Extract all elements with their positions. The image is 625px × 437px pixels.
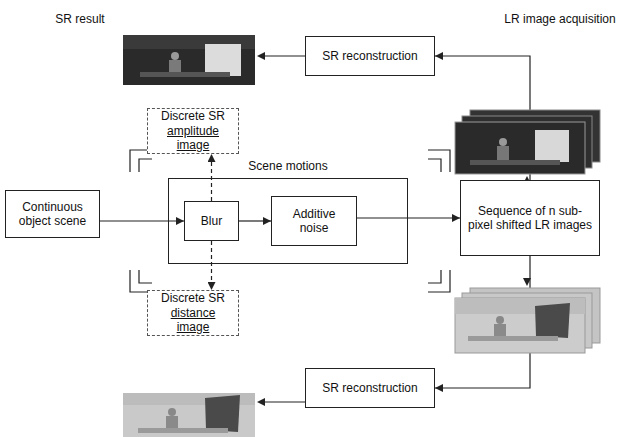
group-heading: Scene motions	[169, 159, 407, 173]
sequence-box: Sequence of n sub-pixel shifted LR image…	[460, 180, 600, 256]
amplitude-image	[123, 35, 255, 85]
box-text: distance image	[153, 306, 233, 335]
box-text: Sequence of n sub-pixel shifted LR image…	[466, 204, 594, 233]
process-box: Additive noise	[271, 196, 357, 246]
dashed-arrow	[211, 241, 212, 290]
box-text: Continuous object scene	[11, 200, 94, 229]
box-text: SR reconstruction	[322, 381, 417, 395]
output-box: Discrete SRamplitude image	[147, 108, 239, 154]
section-label: SR result	[55, 12, 104, 26]
box-text: SR reconstruction	[322, 49, 417, 63]
lr-distance-stack	[455, 288, 600, 353]
section-label: LR image acquisition	[504, 12, 615, 26]
distance-image	[123, 393, 255, 437]
box-text: amplitude image	[153, 124, 233, 153]
box-text: Discrete SR	[161, 291, 225, 305]
flow-arrow	[100, 220, 184, 221]
scene-motion-box: Scene motionsBlurAdditive noise	[168, 178, 408, 264]
flow-arrow	[239, 220, 271, 221]
flow-arrow	[357, 217, 460, 218]
output-box: Discrete SRdistance image	[147, 290, 239, 336]
process-box: Blur	[184, 201, 239, 241]
box-text: Discrete SR	[161, 109, 225, 123]
motion-brackets	[130, 150, 450, 292]
box-text: Additive noise	[277, 207, 351, 236]
input-box: Continuous object scene	[5, 190, 100, 238]
process-box: SR reconstruction	[305, 36, 435, 76]
box-text: Blur	[201, 214, 222, 228]
lr-amplitude-stack	[455, 110, 600, 174]
process-box: SR reconstruction	[305, 368, 435, 408]
